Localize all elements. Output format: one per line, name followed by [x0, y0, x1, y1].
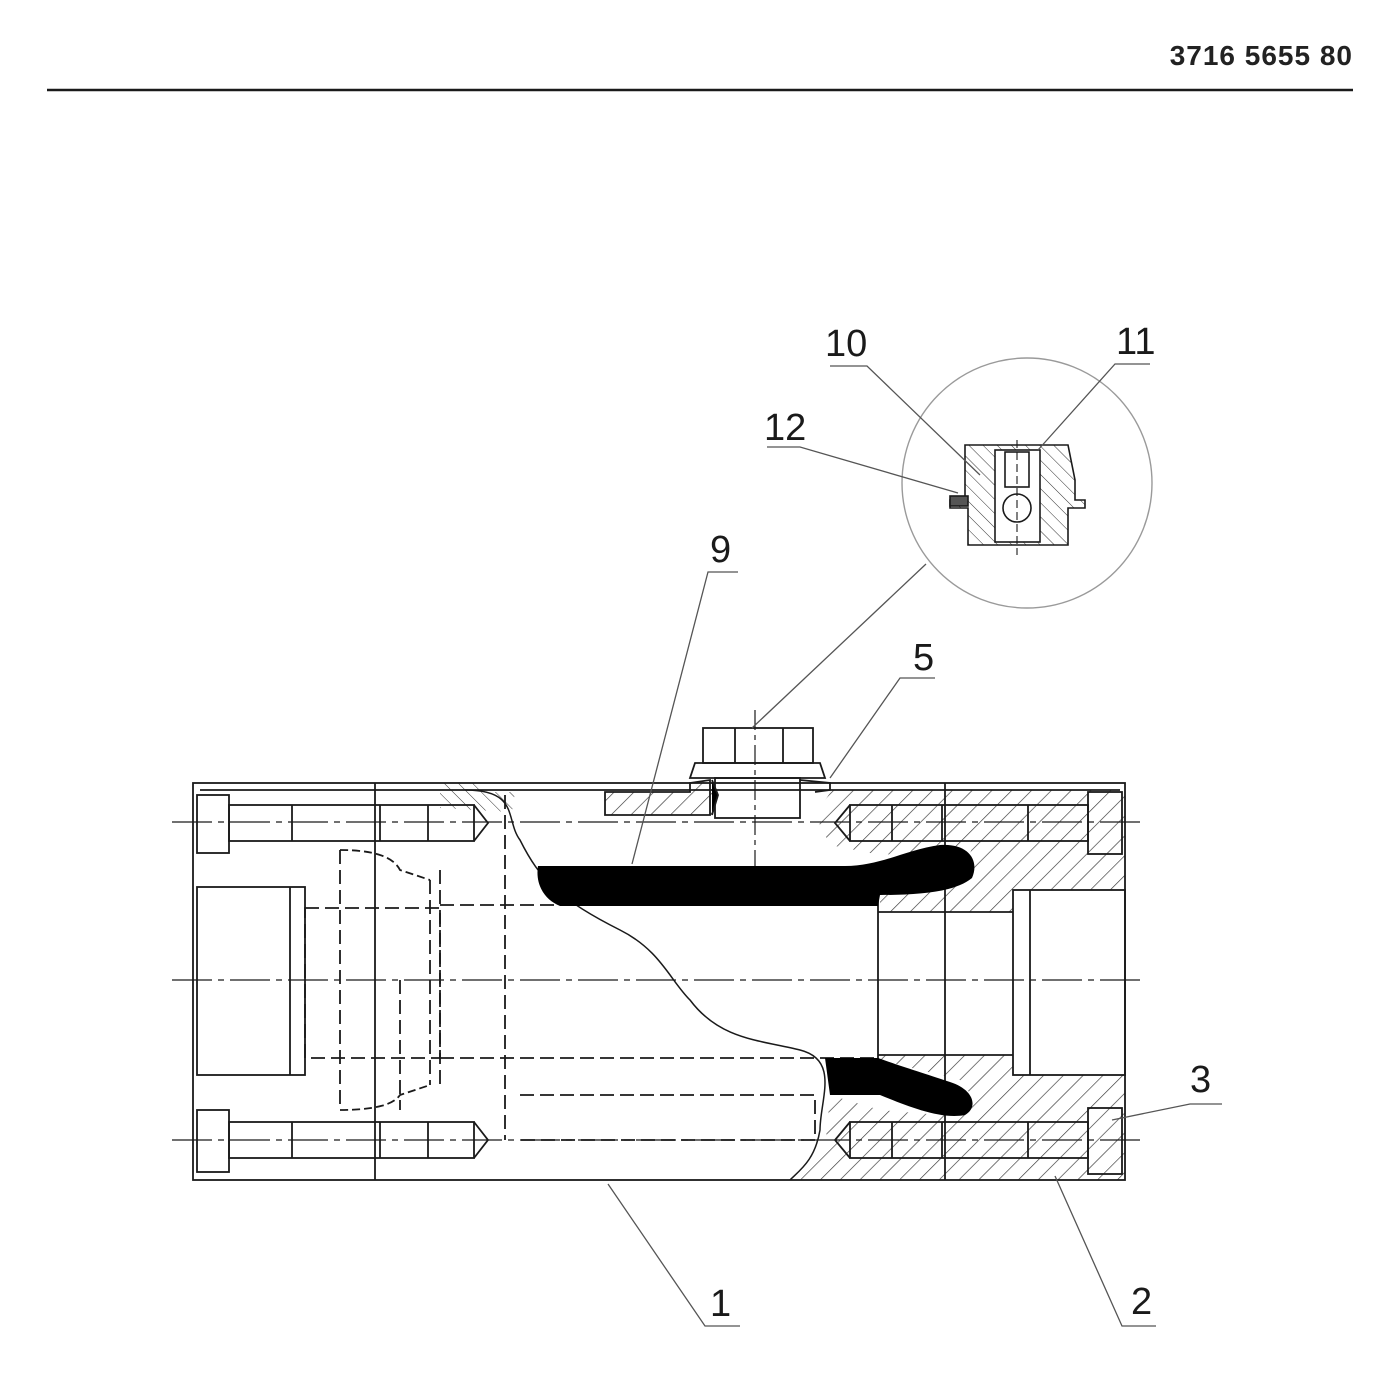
bonded-rubber-liner-lower [825, 1058, 973, 1116]
left-bore [196, 886, 306, 1076]
callout-3: 3 [1190, 1059, 1211, 1101]
callout-12: 12 [764, 407, 806, 449]
callout-11: 11 [1116, 321, 1155, 363]
detail-circle [901, 357, 1153, 609]
plug-flange-seal [711, 779, 719, 816]
bolt-head-top-left [196, 794, 230, 854]
callout-1: 1 [710, 1283, 731, 1325]
top-flange [604, 778, 711, 816]
plug-seal-washer [949, 495, 969, 507]
right-lower-hatch [790, 1055, 1125, 1180]
bolt-head-bottom-left [196, 1109, 230, 1173]
callout-5: 5 [913, 637, 934, 679]
callout-10: 10 [825, 323, 867, 365]
callout-2: 2 [1131, 1281, 1152, 1323]
plug-hex-head [702, 727, 814, 764]
assembly-section-view [172, 710, 1145, 1181]
casting-break-line [464, 789, 826, 1181]
detail-view [901, 357, 1153, 609]
bonded-rubber-liner [537, 844, 975, 906]
callout-9: 9 [710, 529, 731, 571]
right-bore [1012, 889, 1126, 1076]
left-top-hatch [440, 783, 515, 812]
callout-labels: 10 11 12 9 5 3 1 2 [710, 321, 1211, 1325]
document-number: 3716 5655 80 [1169, 40, 1353, 71]
leader-lines [607, 363, 1222, 1327]
flange-hatch [605, 780, 712, 815]
